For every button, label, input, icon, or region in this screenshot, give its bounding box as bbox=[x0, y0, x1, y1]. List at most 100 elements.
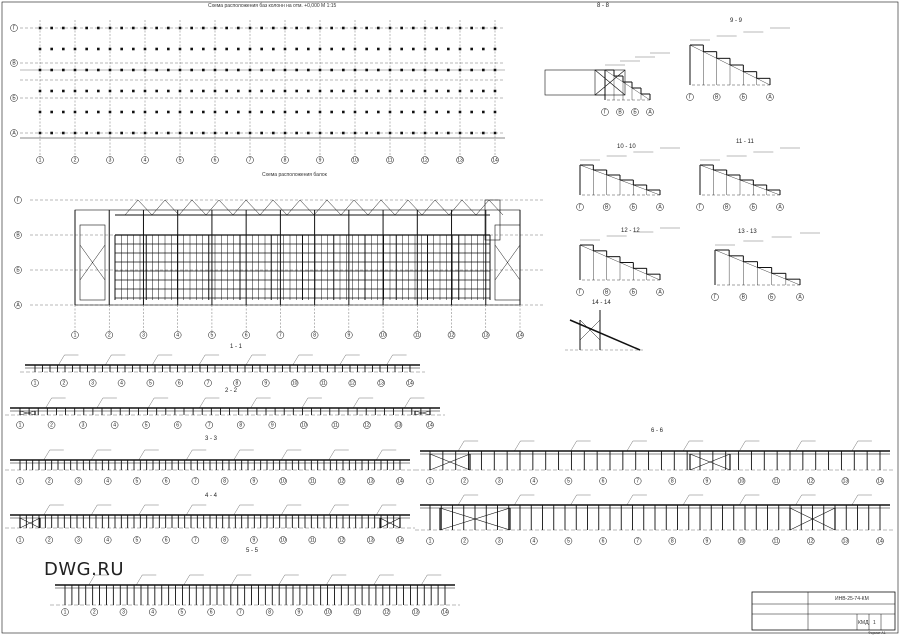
column-base bbox=[365, 131, 368, 135]
section-1-axis-7-label: 7 bbox=[207, 381, 210, 387]
section-7-brace bbox=[789, 507, 836, 531]
section-1-leader bbox=[339, 354, 346, 366]
column-base bbox=[400, 47, 403, 51]
brace bbox=[353, 199, 369, 216]
section-6-axis-11-label: 11 bbox=[774, 479, 779, 485]
section-7-axis-6-bubble bbox=[599, 537, 607, 545]
section-5-axis-6-bubble bbox=[207, 608, 215, 616]
brace bbox=[191, 199, 207, 216]
column-base bbox=[365, 89, 368, 93]
column-base bbox=[365, 47, 368, 51]
section-5-axis-14-bubble bbox=[441, 608, 449, 616]
section-2-axis-7-bubble bbox=[205, 421, 213, 429]
column-base bbox=[412, 26, 415, 30]
brace bbox=[475, 199, 490, 216]
section-6-axis-10-label: 10 bbox=[739, 479, 745, 485]
section-7-leader bbox=[570, 494, 577, 506]
column-base bbox=[272, 110, 275, 114]
plan1-axis-В-label: В bbox=[12, 61, 16, 67]
column-base bbox=[307, 68, 310, 72]
section-4-axis-6-label: 6 bbox=[165, 538, 168, 544]
section-13-axis-А-label: А bbox=[798, 295, 802, 301]
section-5-axis-1-bubble bbox=[61, 608, 69, 616]
plan2-axis-5-label: 5 bbox=[211, 333, 214, 339]
section-1-axis-14-bubble bbox=[406, 379, 414, 387]
section-1-axis-3-bubble bbox=[88, 379, 97, 387]
section-12-axis-В-label: В bbox=[605, 290, 609, 296]
section-13-axis-Г-bubble bbox=[711, 293, 719, 301]
section-4-axis-3-label: 3 bbox=[77, 538, 80, 544]
section-7-axis-1-label: 1 bbox=[429, 539, 432, 545]
plan2-axis-Б-bubble bbox=[14, 266, 22, 274]
section-6-axis-9-bubble bbox=[703, 477, 711, 485]
section-8-axis-В-bubble bbox=[616, 108, 624, 116]
section-13-axis-В-bubble bbox=[739, 293, 748, 301]
section-1-leader bbox=[386, 354, 393, 366]
section-13-stringer bbox=[714, 249, 801, 286]
column-base bbox=[132, 47, 135, 51]
column-base bbox=[260, 47, 263, 51]
column-base bbox=[365, 110, 368, 114]
section-5-axis-2-bubble bbox=[90, 608, 98, 616]
column-base bbox=[435, 68, 438, 72]
title-block-stage: КМД bbox=[858, 620, 869, 626]
column-base bbox=[342, 26, 345, 30]
column-base bbox=[295, 47, 298, 51]
plan2-axis-9-label: 9 bbox=[347, 333, 350, 339]
section-5-leader bbox=[278, 574, 285, 586]
section-4-axis-1-bubble bbox=[16, 536, 24, 544]
section-3-axis-14-label: 14 bbox=[397, 479, 403, 485]
brace bbox=[434, 199, 450, 216]
section-7-axis-11-label: 11 bbox=[774, 539, 779, 545]
section-4-axis-9-label: 9 bbox=[252, 538, 255, 544]
section-9-axis-Г-bubble bbox=[686, 93, 694, 101]
section-3-axis-11-label: 11 bbox=[310, 479, 315, 485]
plan2-axis-А-label: А bbox=[16, 303, 20, 309]
plan2-axis-11-bubble bbox=[413, 331, 422, 339]
section-13-axis-Г-label: Г bbox=[714, 295, 717, 301]
column-base bbox=[377, 89, 380, 93]
section-3-axis-13-bubble bbox=[367, 477, 375, 485]
section-5-axis-10-label: 10 bbox=[325, 610, 331, 616]
plan2-axis-В-label: В bbox=[16, 233, 20, 239]
section-6-axis-12-label: 12 bbox=[808, 479, 814, 485]
column-base bbox=[132, 68, 135, 72]
plan1-axis-Г-label: Г bbox=[13, 26, 16, 32]
plan2-axis-А-bubble bbox=[14, 301, 22, 309]
section-6-brace bbox=[689, 453, 731, 471]
section-4-axis-4-label: 4 bbox=[106, 538, 109, 544]
brace bbox=[407, 199, 423, 216]
section-12-axis-Б-label: Б bbox=[632, 290, 636, 296]
section-3-leader bbox=[233, 449, 240, 461]
column-base bbox=[237, 68, 240, 72]
column-base bbox=[97, 68, 100, 72]
section-11-axis-Б-label: Б bbox=[752, 205, 756, 211]
section-1-axis-5-label: 5 bbox=[149, 381, 152, 387]
section-7-axis-8-bubble bbox=[668, 537, 677, 545]
section-4-axis-10-bubble bbox=[279, 536, 287, 544]
column-base bbox=[190, 47, 193, 51]
plan1-axis-12-label: 12 bbox=[422, 158, 428, 164]
section-7-axis-7-bubble bbox=[633, 537, 642, 545]
column-base bbox=[50, 131, 53, 135]
plan2-axis-Г-label: Г bbox=[17, 198, 20, 204]
column-base bbox=[155, 47, 158, 51]
section-7-axis-13-label: 13 bbox=[843, 539, 849, 545]
column-base bbox=[400, 110, 403, 114]
plan2-axis-12-label: 12 bbox=[449, 333, 455, 339]
column-base bbox=[155, 110, 158, 114]
section-2-leader bbox=[352, 397, 360, 409]
section-2-axis-6-bubble bbox=[173, 421, 182, 429]
section-5-axis-7-label: 7 bbox=[239, 610, 242, 616]
section-2-axis-13-label: 13 bbox=[396, 423, 402, 429]
section-7-leader bbox=[514, 494, 521, 506]
section-8-stringer bbox=[604, 69, 651, 101]
section-1-axis-9-bubble bbox=[262, 379, 270, 387]
brace bbox=[286, 199, 301, 216]
section-10-axis-А-bubble bbox=[656, 203, 664, 211]
section-1-axis-10-label: 10 bbox=[292, 381, 298, 387]
section-5-axis-14-label: 14 bbox=[442, 610, 448, 616]
column-base bbox=[62, 47, 65, 51]
section-8-axis-В-label: В bbox=[618, 110, 622, 116]
column-base bbox=[307, 47, 310, 51]
